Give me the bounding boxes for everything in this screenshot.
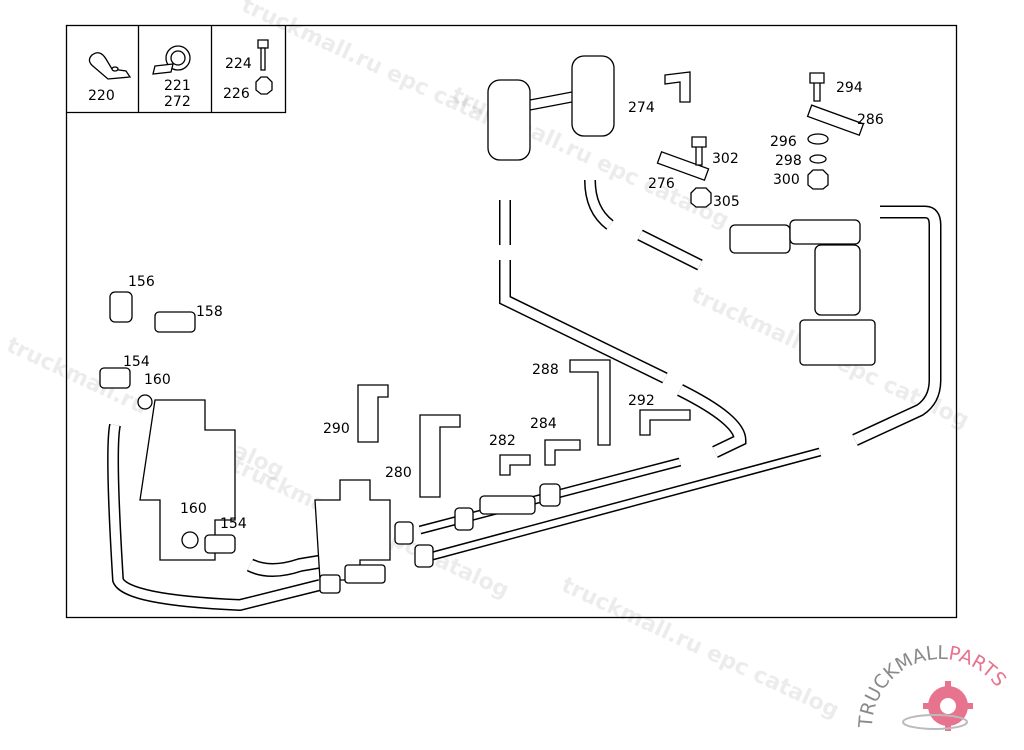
legend-box: 220 221 272 224 226: [66, 25, 287, 114]
callout-154: 154: [220, 516, 247, 532]
callout-226: 226: [223, 86, 250, 102]
callout-298: 298: [775, 153, 802, 169]
callout-221: 221: [164, 78, 191, 94]
callout-284: 284: [530, 416, 557, 432]
callout-290: 290: [323, 421, 350, 437]
callout-294: 294: [836, 80, 863, 96]
diagram-frame: [65, 24, 958, 619]
pipe-clip-icon: [88, 52, 132, 80]
brackets: [357, 71, 865, 498]
watermark: truckmall.ru epc catalog: [237, 0, 522, 144]
compressor-governor: [99, 291, 236, 561]
callout-288: 288: [532, 362, 559, 378]
callout-300: 300: [773, 172, 800, 188]
callouts: 294 286 296 298 300 274 302 276 305 156 …: [123, 80, 884, 532]
watermark: truckmall.ru epc catalog: [557, 573, 842, 724]
callout-158: 158: [196, 304, 223, 320]
callout-276: 276: [648, 176, 675, 192]
callout-292: 292: [628, 393, 655, 409]
callout-282: 282: [489, 433, 516, 449]
callout-302: 302: [712, 151, 739, 167]
hose-clamp-icon: [152, 45, 191, 75]
callout-224: 224: [225, 56, 252, 72]
bolt-icon: [257, 39, 269, 71]
callout-220: 220: [88, 88, 115, 104]
logo-text-accent: PARTS: [947, 642, 1010, 691]
callout-305: 305: [713, 194, 740, 210]
callout-272: 272: [164, 94, 191, 110]
callout-160: 160: [144, 372, 171, 388]
nut-icon: [255, 76, 273, 95]
callout-274: 274: [628, 100, 655, 116]
callout-160: 160: [180, 501, 207, 517]
truckmall-logo: TRUCKMALLPARTS: [855, 642, 1010, 731]
callout-156: 156: [128, 274, 155, 290]
relay-valve-center: [314, 479, 561, 594]
valve-assembly-right: [729, 219, 876, 366]
callout-286: 286: [857, 112, 884, 128]
air-dryer-tanks: [487, 55, 615, 161]
callout-296: 296: [770, 134, 797, 150]
callout-280: 280: [385, 465, 412, 481]
callout-154: 154: [123, 354, 150, 370]
